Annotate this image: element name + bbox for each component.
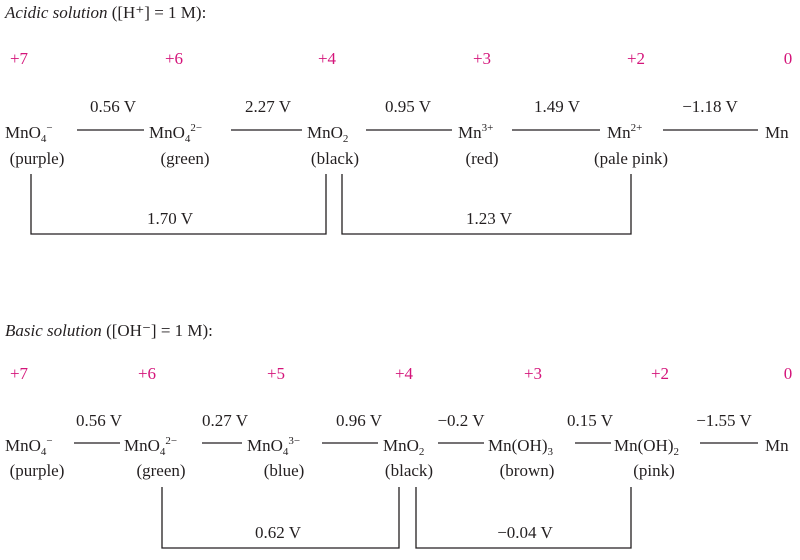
basic-species-permanganate: MnO4−	[5, 435, 53, 458]
basic-potential: −1.55 V	[696, 411, 752, 430]
acidic-species-manganate: MnO42−	[149, 122, 203, 145]
basic-potential: 0.96 V	[336, 411, 382, 430]
basic-color-label: (black)	[384, 461, 434, 480]
basic-species-mn-oh-2: Mn(OH)2	[614, 436, 679, 458]
acidic-ox-state: +3	[472, 49, 492, 68]
acidic-ox-state: +6	[164, 49, 184, 68]
acidic-bracket-potential: 1.23 V	[466, 209, 512, 228]
basic-bracket-potential: 0.62 V	[255, 523, 301, 542]
basic-ox-state: +3	[523, 364, 543, 383]
basic-ox-state: +7	[9, 364, 29, 383]
basic-ox-state: +4	[394, 364, 414, 383]
acidic-potential: 2.27 V	[245, 97, 291, 116]
acidic-title: Acidic solution	[5, 3, 108, 22]
acidic-color-label: (green)	[160, 149, 210, 168]
acidic-species-mn2: Mn2+	[607, 122, 643, 142]
basic-potential: −0.2 V	[437, 411, 485, 430]
basic-condition: ([OH⁻] = 1 M):	[106, 321, 213, 340]
basic-heading: Basic solution ([OH⁻] = 1 M):	[5, 322, 213, 339]
basic-species-hypomanganate: MnO43−	[247, 435, 301, 458]
acidic-ox-state: +2	[626, 49, 646, 68]
basic-color-label: (purple)	[9, 461, 65, 480]
acidic-bracket-potential: 1.70 V	[147, 209, 193, 228]
basic-color-label: (green)	[136, 461, 186, 480]
acidic-ox-state: +7	[9, 49, 29, 68]
basic-bracket-potential: −0.04 V	[497, 523, 553, 542]
acidic-color-label: (red)	[465, 149, 499, 168]
basic-bracket-line	[161, 487, 400, 549]
acidic-color-label: (pale pink)	[593, 149, 669, 168]
acidic-color-label: (purple)	[9, 149, 65, 168]
basic-species-manganate: MnO42−	[124, 435, 178, 458]
basic-ox-state: +5	[266, 364, 286, 383]
basic-species-mn: Mn	[765, 436, 789, 455]
basic-color-label: (pink)	[633, 461, 675, 480]
acidic-heading: Acidic solution ([H⁺] = 1 M):	[5, 4, 206, 21]
basic-bracket-line	[415, 487, 632, 549]
basic-species-mno2: MnO2	[383, 436, 425, 458]
acidic-ox-state: 0	[783, 49, 793, 68]
basic-ox-state: 0	[783, 364, 793, 383]
acidic-species-permanganate: MnO4−	[5, 122, 53, 145]
acidic-color-label: (black)	[310, 149, 360, 168]
acidic-ox-state: +4	[317, 49, 337, 68]
acidic-species-mn: Mn	[765, 123, 789, 142]
acidic-bracket-line	[341, 174, 632, 235]
basic-title: Basic solution	[5, 321, 102, 340]
basic-potential: 0.56 V	[76, 411, 122, 430]
basic-ox-state: +6	[137, 364, 157, 383]
acidic-potential: 0.95 V	[385, 97, 431, 116]
basic-potential: 0.27 V	[202, 411, 248, 430]
acidic-bracket-line	[30, 174, 327, 235]
acidic-potential: 1.49 V	[534, 97, 580, 116]
basic-ox-state: +2	[650, 364, 670, 383]
basic-color-label: (blue)	[263, 461, 305, 480]
acidic-condition: ([H⁺] = 1 M):	[111, 3, 207, 22]
acidic-potential: 0.56 V	[90, 97, 136, 116]
basic-species-mn-oh-3: Mn(OH)3	[488, 436, 553, 458]
basic-potential: 0.15 V	[567, 411, 613, 430]
basic-color-label: (brown)	[499, 461, 555, 480]
acidic-species-mn3: Mn3+	[458, 122, 494, 142]
acidic-potential: −1.18 V	[682, 97, 738, 116]
acidic-species-mno2: MnO2	[307, 123, 349, 145]
